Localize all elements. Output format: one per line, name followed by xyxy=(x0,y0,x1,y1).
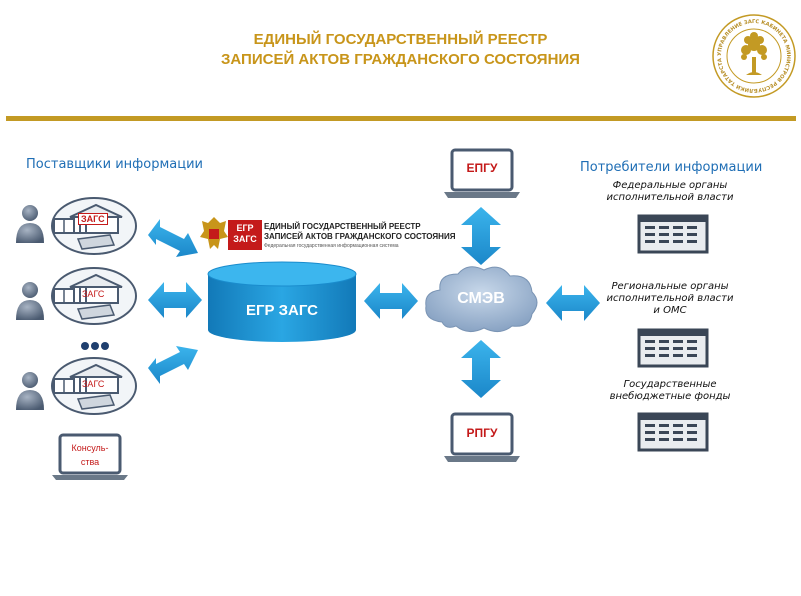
laptop-icon xyxy=(52,433,128,480)
seal-emblem: УПРАВЛЕНИЕ ЗАГС КАБИНЕТА МИНИСТРОВ РЕСПУ… xyxy=(711,13,796,98)
zags-building-icon xyxy=(51,267,137,325)
header-divider xyxy=(6,116,796,121)
consumer-1-line1: Федеральные органы xyxy=(612,180,728,191)
person-icon xyxy=(16,205,44,243)
logo-subline: Федеральная государственная информационн… xyxy=(264,243,399,249)
egr-zags-logo-text: ЕДИНЫЙ ГОСУДАРСТВЕННЫЙ РЕЕСТР ЗАПИСЕЙ АК… xyxy=(264,222,455,250)
arrow-epgu-smev xyxy=(461,207,501,265)
cloud-icon xyxy=(425,266,538,332)
more-dots-icon xyxy=(81,342,109,350)
consulate-label-line2: ства xyxy=(80,457,100,467)
consumer-3-line1: Государственные xyxy=(623,379,717,390)
smev-label: СМЭВ xyxy=(457,290,505,307)
logo-line2: ЗАПИСЕЙ АКТОВ ГРАЖДАНСКОГО СОСТОЯНИЯ xyxy=(264,232,456,241)
logo-abbr-1: ЕГР xyxy=(236,223,254,233)
laptop-icon xyxy=(444,412,520,462)
consulate-label-line1: Консуль- xyxy=(71,443,109,453)
person-icon xyxy=(16,372,44,410)
zags-building-icon xyxy=(51,197,137,255)
arrow-smev-consumers xyxy=(546,285,600,321)
logo-line1: ЕДИНЫЙ ГОСУДАРСТВЕННЫЙ РЕЕСТР xyxy=(264,222,421,231)
consumers-section-title: Потребители информации xyxy=(580,160,763,175)
consumer-2-line3: и ОМС xyxy=(653,305,687,316)
database-label: ЕГР ЗАГС xyxy=(245,302,319,319)
rpgu-label: РПГУ xyxy=(466,426,498,440)
zags-label-2: ЗАГС xyxy=(82,289,105,299)
providers-section-title: Поставщики информации xyxy=(26,157,203,172)
arrow-zags2-db xyxy=(148,282,202,318)
epgu-label: ЕПГУ xyxy=(466,161,498,175)
consumer-2-line2: исполнительной власти xyxy=(606,293,734,304)
government-building-icon xyxy=(637,412,709,452)
egr-zags-logo-badge: ЕГР ЗАГС xyxy=(228,220,262,250)
page-title-line-2: ЗАПИСЕЙ АКТОВ ГРАЖДАНСКОГО СОСТОЯНИЯ xyxy=(221,51,580,68)
arrow-db-smev xyxy=(364,283,418,319)
government-building-icon xyxy=(637,214,709,254)
arrow-zags3-db xyxy=(148,346,198,384)
zags-building-icon xyxy=(51,357,137,415)
consumer-1-line2: исполнительной власти xyxy=(606,192,734,203)
government-building-icon xyxy=(637,328,709,368)
laptop-icon xyxy=(444,148,520,198)
person-icon xyxy=(16,282,44,320)
page-title-line-1: ЕДИНЫЙ ГОСУДАРСТВЕННЫЙ РЕЕСТР xyxy=(253,31,548,48)
consumer-2-line1: Региональные органы xyxy=(611,281,729,292)
arrow-smev-rpgu xyxy=(461,340,501,398)
tree-icon xyxy=(741,32,767,75)
logo-abbr-2: ЗАГС xyxy=(233,234,257,244)
database-icon xyxy=(207,261,357,342)
zags-label-3: ЗАГС xyxy=(82,379,105,389)
zags-label-1: ЗАГС xyxy=(78,213,108,225)
consumer-3-line2: внебюджетные фонды xyxy=(609,391,731,402)
arrow-zags1-db xyxy=(148,219,198,257)
coat-of-arms-icon xyxy=(200,217,228,249)
